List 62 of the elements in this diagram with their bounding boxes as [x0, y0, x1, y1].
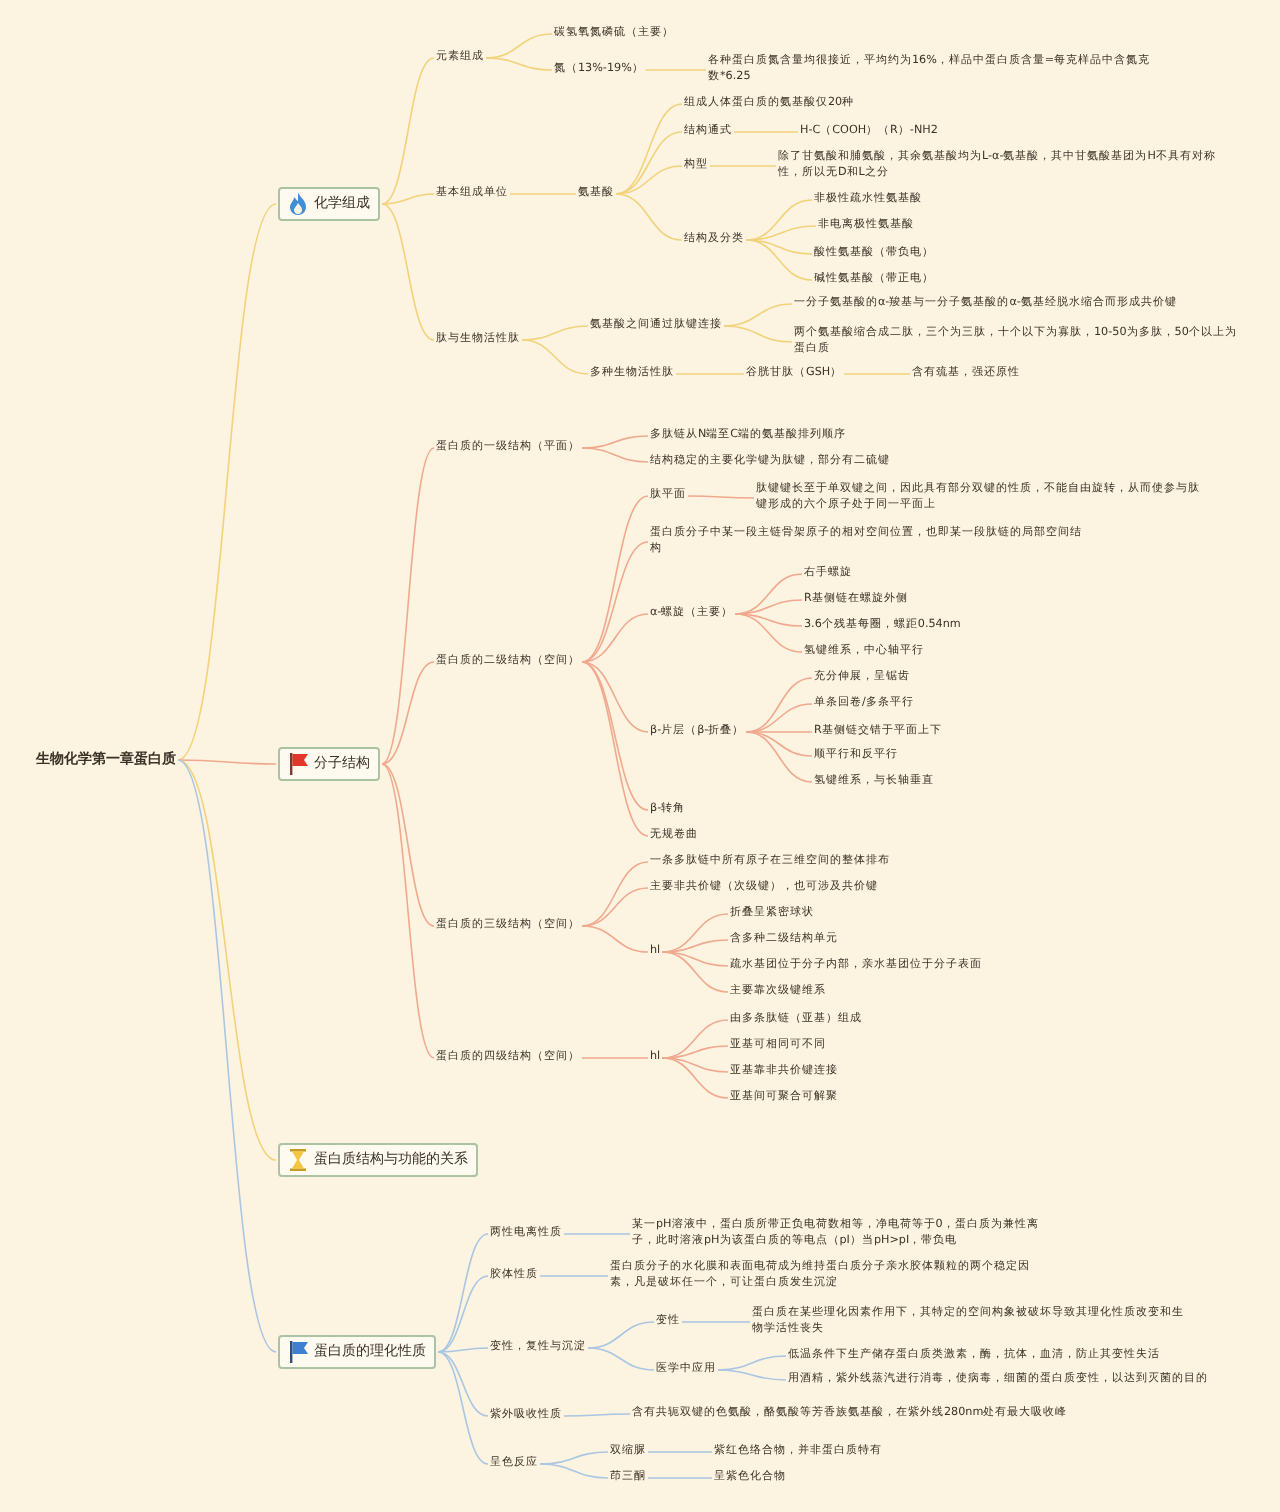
- connector: [645, 69, 707, 71]
- connector: [177, 759, 277, 765]
- connector: [437, 1351, 489, 1417]
- connector: [381, 203, 435, 341]
- topic-box: [278, 1143, 478, 1177]
- connector: [647, 1451, 713, 1453]
- connector: [581, 861, 649, 927]
- connector: [647, 1477, 713, 1479]
- connector: [521, 339, 589, 375]
- connector: [539, 1275, 609, 1277]
- connector: [717, 1369, 787, 1381]
- connector: [581, 613, 649, 663]
- connector: [733, 131, 799, 133]
- connector: [381, 57, 435, 205]
- topic-box: [278, 187, 380, 221]
- connector: [437, 1347, 489, 1353]
- connector: [581, 1057, 649, 1059]
- connector: [734, 613, 803, 627]
- connector: [661, 951, 729, 967]
- connector: [381, 763, 435, 1059]
- connector: [745, 731, 813, 757]
- connector: [615, 103, 683, 195]
- connector: [745, 731, 813, 783]
- connector: [521, 325, 589, 341]
- connector: [661, 951, 729, 993]
- connector: [581, 661, 649, 733]
- connector: [581, 541, 649, 663]
- connector: [381, 447, 435, 765]
- connector: [437, 1275, 489, 1353]
- connector: [485, 57, 553, 71]
- connector: [723, 325, 793, 343]
- connector: [681, 1321, 751, 1323]
- connector: [843, 373, 911, 375]
- connector: [539, 1463, 609, 1479]
- connector: [734, 613, 803, 653]
- connector: [177, 203, 277, 761]
- connector: [563, 1233, 631, 1235]
- connector: [381, 763, 435, 927]
- connector: [745, 239, 813, 255]
- connector: [661, 1057, 729, 1099]
- connector: [381, 661, 435, 765]
- connector: [581, 447, 649, 463]
- connector: [437, 1351, 489, 1465]
- connector: [615, 193, 683, 241]
- connector: [709, 165, 777, 167]
- connector: [687, 495, 755, 499]
- connector: [675, 373, 745, 375]
- connector: [437, 1233, 489, 1353]
- topic-box: [278, 1335, 436, 1369]
- connector: [745, 239, 813, 281]
- connector: [381, 193, 435, 205]
- connector: [581, 925, 649, 953]
- connector: [177, 759, 277, 1161]
- topic-box: [278, 747, 380, 781]
- connector: [615, 131, 683, 195]
- connector: [661, 1057, 729, 1073]
- connector: [615, 165, 683, 195]
- connector: [509, 193, 577, 195]
- connector: [587, 1347, 655, 1371]
- connector: [177, 759, 277, 1353]
- connector: [563, 1413, 631, 1417]
- connector: [581, 495, 649, 663]
